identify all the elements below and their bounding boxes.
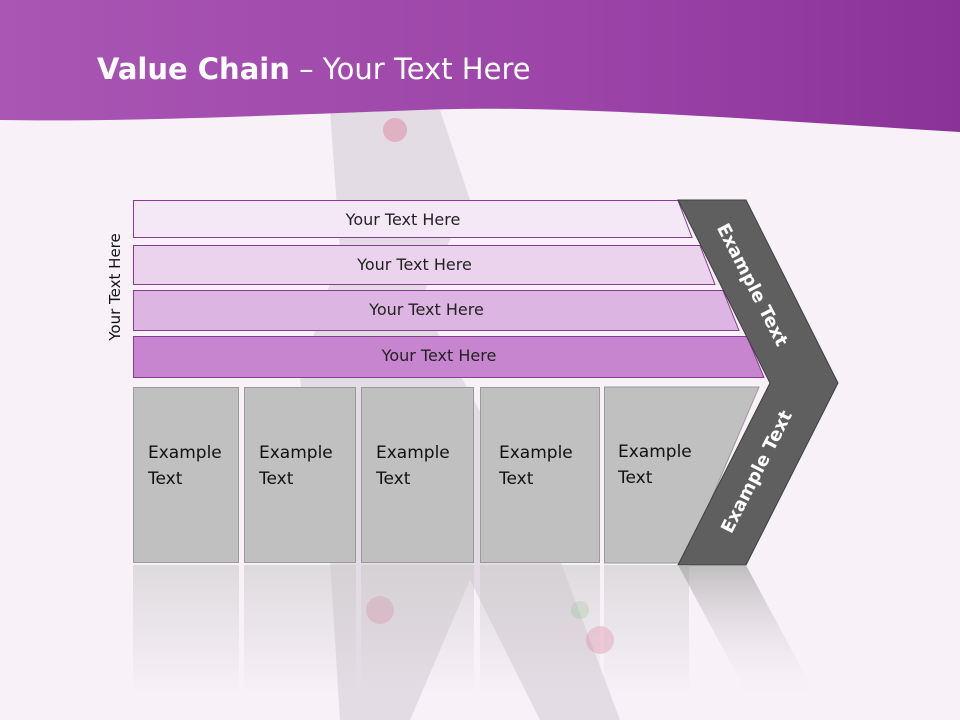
box-2-text: Example Text	[259, 440, 359, 492]
header-banner	[0, 0, 960, 132]
box-5: Example Text	[604, 387, 714, 563]
band-3-label: Your Text Here	[369, 299, 484, 319]
box-4-text: Example Text	[499, 440, 599, 492]
band-2: Your Text Here	[133, 245, 716, 285]
chevron-arrow	[677, 199, 839, 566]
band-1: Your Text Here	[133, 200, 693, 238]
band-1-label: Your Text Here	[345, 209, 461, 229]
box-1: Example Text	[133, 387, 239, 563]
band-1-shape	[133, 200, 693, 238]
box-2: Example Text	[244, 387, 356, 563]
band-4-shape	[133, 336, 765, 378]
band-2-label: Your Text Here	[357, 254, 472, 274]
box-3-line1: Example	[376, 443, 450, 463]
box-1-line1: Example	[148, 443, 222, 463]
band-3-shape	[133, 290, 740, 331]
box-4: Example Text	[480, 387, 600, 563]
box-2-line2: Text	[259, 469, 294, 489]
box-5-text: Example Text	[618, 439, 718, 491]
box-3: Example Text	[361, 387, 474, 563]
box-1-line2: Text	[148, 469, 183, 489]
box-5-line1: Example	[618, 442, 692, 462]
side-label: Your Text Here	[106, 233, 124, 341]
box-5-line2: Text	[618, 468, 653, 488]
slide-title: Value Chain – Your Text Here	[97, 52, 531, 86]
title-bold: Value Chain	[97, 52, 290, 86]
box-4-line1: Example	[499, 443, 573, 463]
box-4-line2: Text	[499, 469, 534, 489]
box-3-text: Example Text	[376, 440, 476, 492]
title-rest: – Your Text Here	[289, 52, 531, 86]
band-4: Your Text Here	[133, 336, 765, 378]
band-4-label: Your Text Here	[381, 345, 497, 365]
box-3-line2: Text	[376, 469, 411, 489]
box-2-line1: Example	[259, 443, 333, 463]
box-1-text: Example Text	[148, 440, 248, 492]
band-2-shape	[133, 245, 716, 285]
band-3: Your Text Here	[133, 290, 740, 331]
